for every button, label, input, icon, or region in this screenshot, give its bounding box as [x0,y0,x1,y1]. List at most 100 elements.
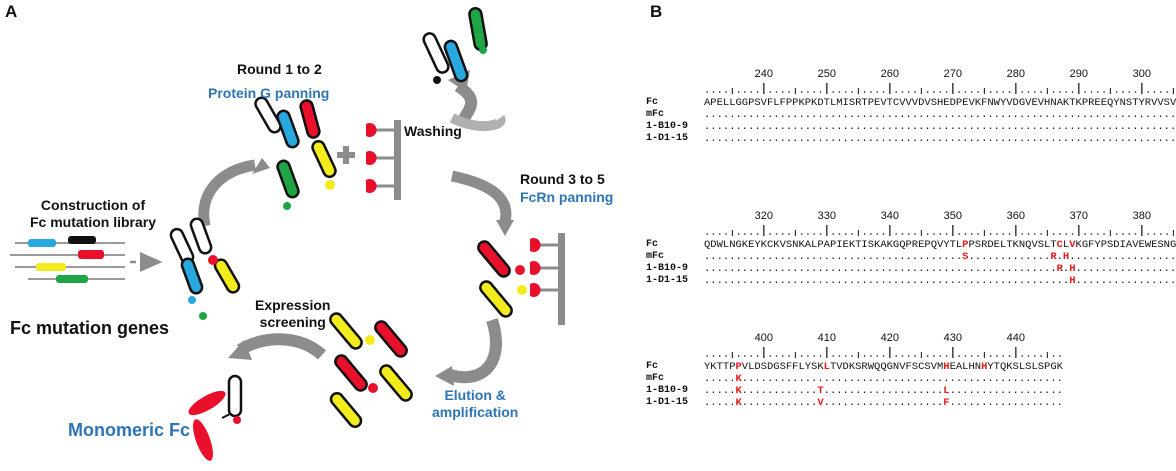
ruler-dot [1159,233,1162,235]
position-number: 270 [943,68,963,80]
ruler-dot [907,233,910,235]
ruler-dot [769,91,771,93]
ruler-dot [1002,91,1005,93]
row-name: Fc [646,361,659,372]
alignment-row: 1-D1-15.................................… [646,133,1176,145]
construction-line1: Construction of [40,197,146,213]
ruler-dot [1040,91,1042,93]
ruler-dot [958,233,960,235]
ruler-dot [939,233,942,235]
ruler-dot [769,355,771,357]
ruler-dot [712,91,715,93]
variant-sequence: .....K............T...................L.… [704,385,1063,397]
variant-sequence: .....K............V...................F.… [704,397,1063,409]
ruler-dot [1052,91,1055,93]
ruler-dot [800,233,803,235]
gene-bar-green [56,275,88,283]
row-name: 1-D1-15 [646,397,689,408]
ruler-dot [838,355,841,357]
ruler-dot [737,233,740,235]
ruler-dot [1153,233,1156,235]
row-name: Fc [646,97,659,108]
ruler-dot [832,233,834,235]
reference-sequence: YKTTPPVLDSDGSFFLYSKLTVDKSRWQQGNVFSCSVMHE… [704,361,1063,373]
ruler-dot [781,355,784,357]
expression-line1: Expression [255,297,331,313]
ruler-dot [832,91,834,93]
position-number: 370 [1069,210,1089,222]
alignment-row: mFc.....K...............................… [646,373,1166,385]
ruler-dot [914,91,916,93]
gene-bar-black [68,236,96,244]
ruler-dot [1128,91,1131,93]
ruler-dot [914,355,916,357]
alignment-row: 1-B10-9.................................… [646,121,1176,133]
position-number: 280 [1006,68,1026,80]
ruler-dot [775,91,778,93]
ruler-dot [926,91,929,93]
ruler-dot [851,355,853,357]
ruler-dot [819,233,822,235]
ruler-dot [706,355,708,357]
ruler-dot [718,233,721,235]
row-name: Fc [646,239,659,250]
ruler-dot [933,91,935,93]
expression-arrow [236,333,327,360]
alignment-row: 1-D1-15.................................… [646,275,1176,287]
reference-sequence: APELLGGPSVFLFPPKPKDTLMISRTPEVTCVVVDVSHED… [704,97,1176,109]
ruler-dot [996,233,998,235]
ruler-dot [1128,233,1131,235]
phage-cluster-round12 [254,96,337,210]
ruler-dot [882,91,885,93]
ruler-dot [989,355,992,357]
sequence-alignment: 240250260270280290300310FcAPELLGGPSVFLFP… [646,0,1176,471]
ruler-dot [863,233,866,235]
ruler-dot [870,91,872,93]
ruler-dot [1166,233,1168,235]
ruler-dot [1090,91,1093,93]
ruler-dot [1159,91,1162,93]
ruler-dot [1122,91,1124,93]
variant-sequence: ........................................… [704,121,1176,133]
ruler-dot [970,91,973,93]
row-name: 1-D1-15 [646,275,689,286]
ruler-dot [725,355,727,357]
ruler-dot [775,355,778,357]
position-number: 340 [880,210,900,222]
alignment-row: mFc.....................................… [646,251,1176,263]
ruler-dot [807,355,809,357]
alignment-block: 240250260270280290300310FcAPELLGGPSVFLFP… [646,68,1176,168]
row-name: mFc [646,251,665,262]
ruler-dot [813,91,816,93]
variant-sequence: ........................................… [704,251,1176,263]
round35-method: FcRn panning [520,189,614,205]
ruler-dot [876,91,879,93]
ruler-dot [1040,233,1042,235]
library-panning-diagram [10,6,565,461]
ruler-dot [964,233,967,235]
ruler-dot [863,355,866,357]
ruler-dot [788,355,790,357]
ruler-dot [851,233,853,235]
ruler-dot [1122,233,1124,235]
ruler-dot [1090,233,1093,235]
ruler-dot [863,91,866,93]
ruler-dot [832,355,834,357]
ruler-dot [775,233,778,235]
ruler-dot [1021,355,1023,357]
cycle-arrow-1 [198,159,257,228]
round12-method: Protein G panning [208,85,330,101]
ruler-dot [737,91,740,93]
ruler-dot [895,355,897,357]
mutation-gene-bars [10,236,125,283]
ruler-dot [1059,233,1061,235]
ruler-dot [996,355,998,357]
ruler-dot [750,355,753,357]
ruler-dot [750,233,753,235]
ruler-dot [977,355,979,357]
position-number: 350 [943,210,963,222]
construction-label: Construction of Fc mutation library [30,197,156,231]
position-ruler [706,347,1061,358]
ruler-dot [744,355,746,357]
